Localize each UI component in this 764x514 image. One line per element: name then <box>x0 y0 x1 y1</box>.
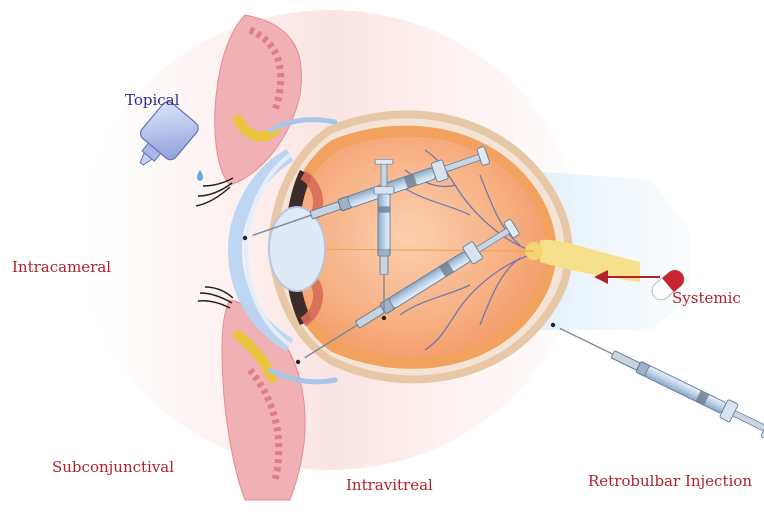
intravitreal-label: Intravitreal <box>346 478 433 493</box>
retrobulbar-injection-label: Retrobulbar Injection <box>588 474 752 489</box>
syringe-icon <box>555 319 764 440</box>
intracameral-label: Intracameral <box>12 260 111 275</box>
subconjunctival-label: Subconjunctival <box>52 460 174 475</box>
topical-label: Topical <box>125 93 179 108</box>
systemic-label: Systemic <box>672 291 741 306</box>
